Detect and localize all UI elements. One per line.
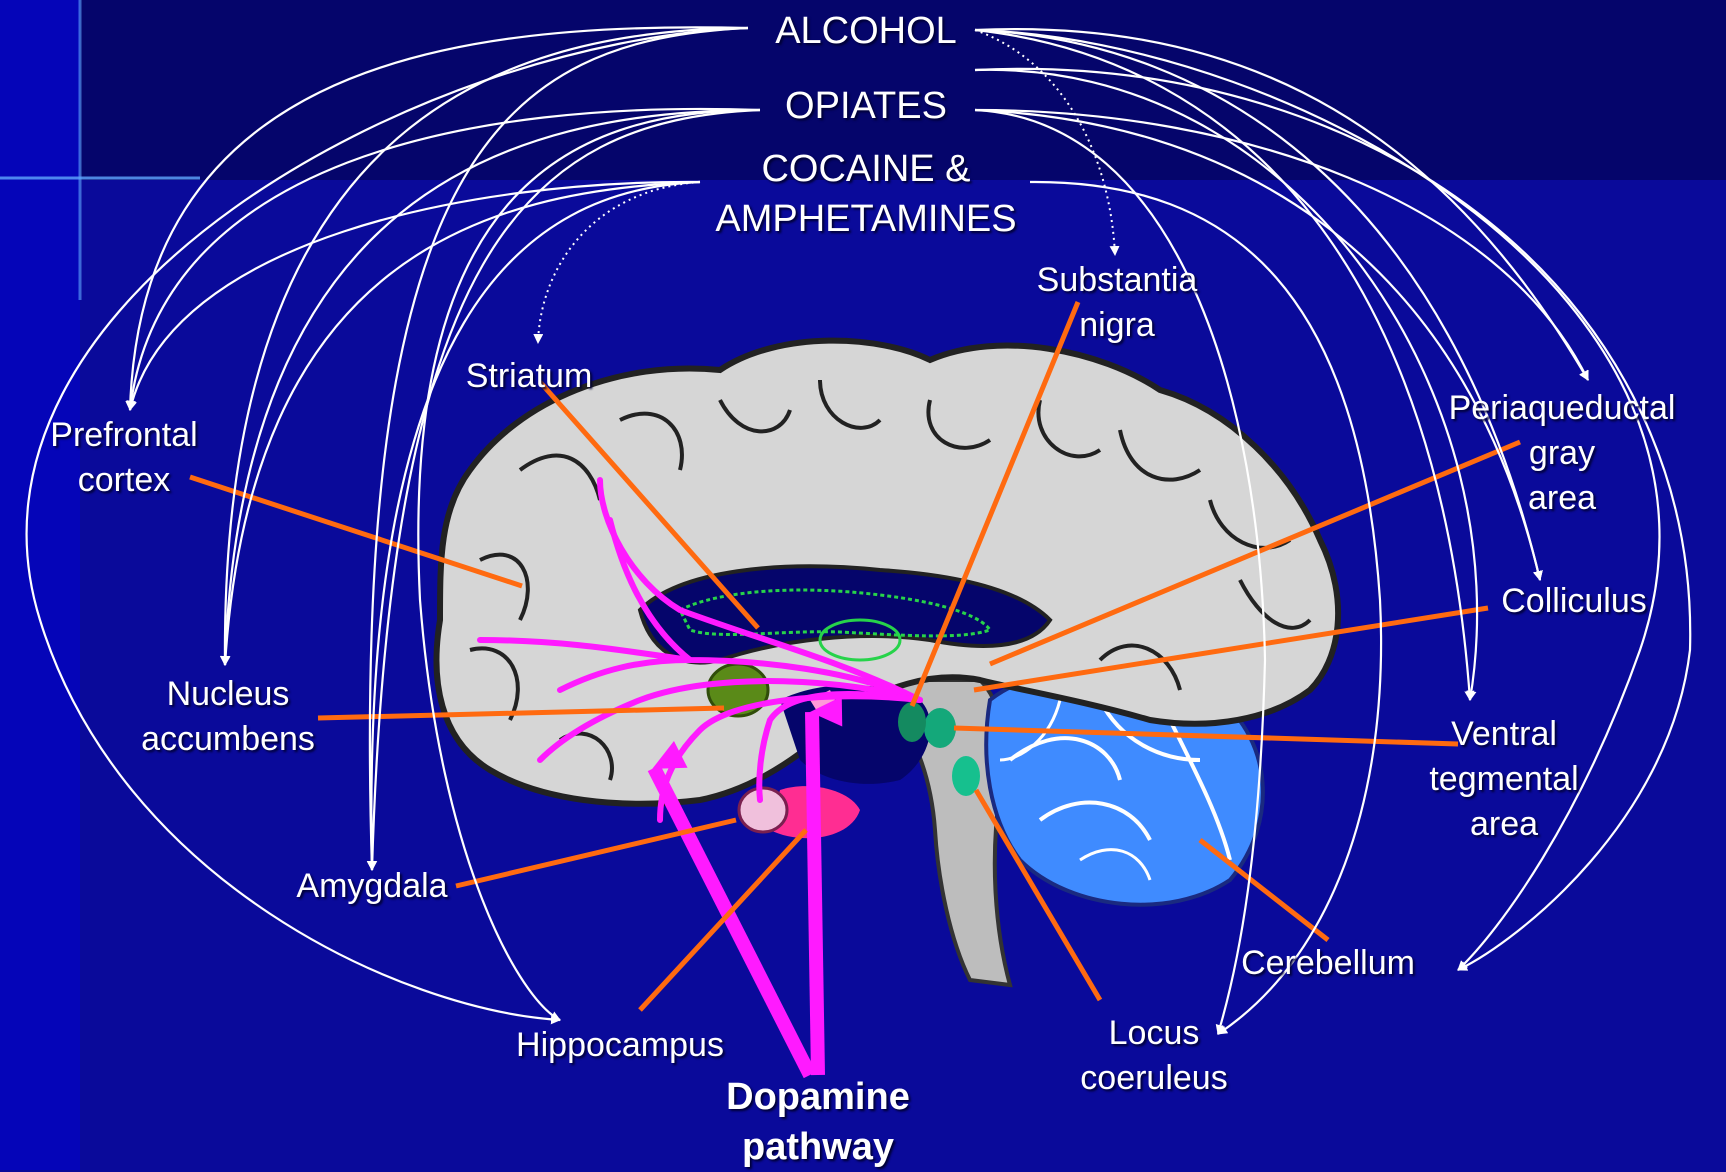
substantia-nigra-label: Substantia nigra bbox=[1037, 258, 1198, 348]
striatum-label: Striatum bbox=[466, 354, 593, 399]
nucleus-accumbens-label: Nucleus accumbens bbox=[141, 672, 315, 762]
amygdala-label: Amygdala bbox=[296, 864, 447, 909]
hippocampus-label: Hippocampus bbox=[516, 1023, 724, 1068]
prefrontal-cortex-label: Prefrontal cortex bbox=[50, 413, 197, 503]
locus-coeruleus-label: Locus coeruleus bbox=[1080, 1011, 1227, 1101]
dopamine-arrow-1 bbox=[812, 712, 818, 1075]
vta-shape bbox=[924, 708, 956, 748]
cerebellum-label: Cerebellum bbox=[1241, 941, 1415, 986]
ventral-tegmental-label: Ventral tegmental area bbox=[1429, 712, 1578, 847]
locus-shape bbox=[952, 756, 980, 796]
substantia-shape bbox=[898, 702, 926, 742]
dopamine-pathway-label: Dopamine pathway bbox=[726, 1072, 910, 1172]
left-band bbox=[0, 0, 80, 1170]
cocaine-label-line1: COCAINE & bbox=[761, 145, 970, 193]
alcohol-label: ALCOHOL bbox=[775, 7, 957, 55]
opiates-label: OPIATES bbox=[785, 82, 947, 130]
colliculus-label: Colliculus bbox=[1501, 579, 1647, 624]
cocaine-label-line2: AMPHETAMINES bbox=[715, 195, 1016, 243]
periaqueductal-gray-label: Periaqueductal gray area bbox=[1449, 386, 1676, 521]
amygdala-shape bbox=[739, 788, 787, 832]
